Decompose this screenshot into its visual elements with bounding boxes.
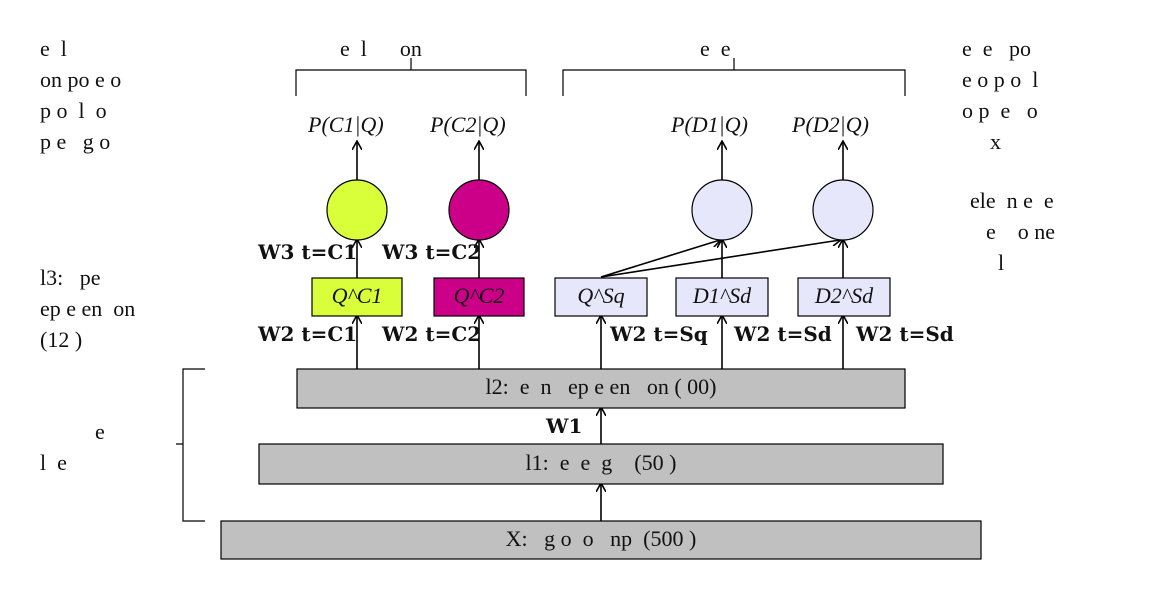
left-note-shared: e l e [40, 416, 105, 478]
right-note-top-line: e e po [962, 36, 1032, 61]
arrow-qsq-d2 [600, 240, 840, 278]
box-qc2 [433, 277, 525, 317]
output-pc2: P(C2|Q) [430, 112, 506, 137]
left-note-top: e l on po e o p o l o p e g o [40, 33, 121, 157]
left-note-l3-line: ep e en on [40, 296, 136, 321]
box-d1 [675, 277, 769, 317]
left-note-shared-line: e [95, 419, 105, 444]
output-pd2: P(D2|Q) [792, 112, 869, 137]
box-d2-label: D2^Sd [814, 283, 874, 308]
box-qc1 [311, 277, 403, 317]
circle-d1 [691, 179, 753, 241]
layer-l2 [296, 368, 906, 409]
box-qsq [554, 277, 648, 317]
left-note-top-line: p e g o [40, 129, 111, 154]
left-note-top-line: on po e o [40, 67, 122, 92]
output-pc1: P(C1|Q) [308, 112, 384, 137]
right-note-mid: ele n e e e o ne l [970, 185, 1055, 278]
weight-w2-c2: W2 t=C2 [382, 322, 482, 346]
layer-x-label: X: g o o np (500 ) [505, 526, 697, 551]
weight-w2-sd1: W2 t=Sd [734, 322, 832, 346]
weight-w2-sq: W2 t=Sq [610, 322, 708, 346]
left-note-top-line: e l [40, 36, 67, 61]
left-note-top-line: p o l o [40, 98, 107, 123]
right-note-top: e e po e o p o l o p e o x [962, 33, 1038, 157]
right-note-mid-line: ele n e e [970, 188, 1054, 213]
circle-c2 [448, 179, 510, 241]
weight-w2-c1: W2 t=C1 [258, 322, 358, 346]
circle-c1 [326, 179, 388, 241]
classification-bracket [295, 58, 527, 96]
box-qsq-label: Q^Sq [577, 283, 625, 308]
ranking-bracket [562, 58, 906, 96]
group-label-ranking: e e [700, 36, 731, 61]
box-qc1-label: Q^C1 [331, 283, 383, 308]
left-note-l3-line: (12 ) [40, 327, 83, 352]
right-note-top-line: o p e o [962, 98, 1038, 123]
box-qc2-label: Q^C2 [453, 283, 505, 308]
right-note-mid-line: l [998, 250, 1005, 275]
left-note-shared-line: l e [40, 450, 67, 475]
weight-w2-sd2: W2 t=Sd [856, 322, 954, 346]
layer-l1 [258, 443, 944, 485]
layer-l1-label: l1: e e g (50 ) [525, 450, 677, 475]
group-label-classification: e l on [340, 36, 422, 61]
right-note-mid-line: e o ne [986, 219, 1056, 244]
box-d2 [797, 277, 891, 317]
arrow-qsq-d1 [600, 240, 720, 278]
weight-w3-c2: W3 t=C2 [382, 240, 482, 264]
weight-w3-c1: W3 t=C1 [258, 240, 358, 264]
box-d1-label: D1^Sd [692, 283, 752, 308]
right-note-top-line: e o p o l [962, 67, 1039, 92]
output-pd1: P(D1|Q) [671, 112, 748, 137]
right-note-top-line: x [990, 129, 1001, 154]
shared-layers-bracket [176, 368, 205, 522]
layer-x [220, 520, 982, 560]
layer-l2-label: l2: e n ep e en on ( 00) [485, 374, 717, 399]
left-note-l3-line: l3: pe [40, 265, 101, 290]
weight-w1: W1 [546, 414, 583, 438]
circle-d2 [812, 179, 874, 241]
left-note-l3: l3: pe ep e en on (12 ) [40, 262, 135, 355]
